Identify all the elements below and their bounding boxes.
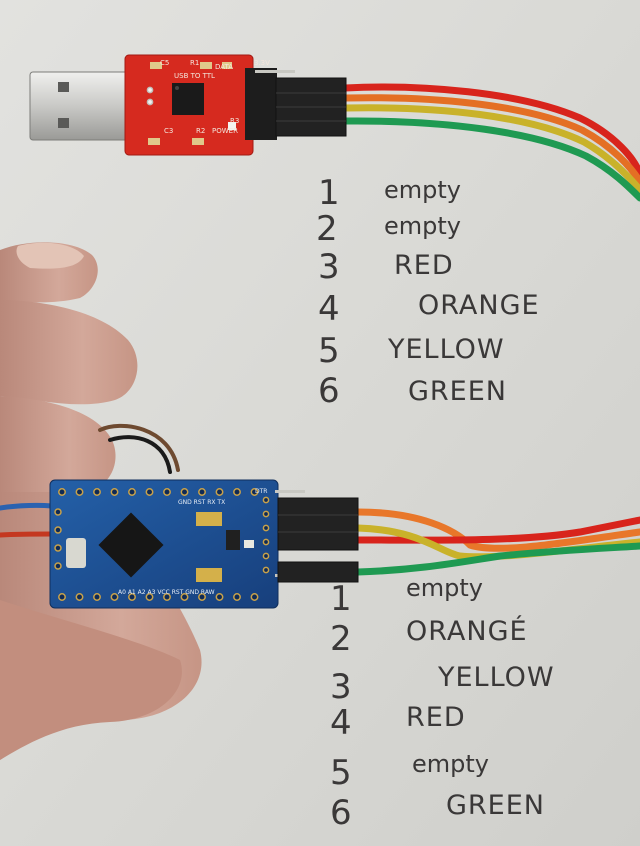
pcb-hole <box>262 510 270 518</box>
adapter-pin-6-label: GREEN <box>408 376 507 407</box>
pcb-hole <box>233 488 241 496</box>
pcb-hole <box>58 593 66 601</box>
wire-orange-top <box>341 94 640 186</box>
arduino-pin-4-number: 4 <box>330 703 352 743</box>
pcb-hole <box>110 593 119 601</box>
usb-plug-hole <box>58 118 69 128</box>
pcb-hole <box>54 508 62 516</box>
arduino-silk-bottom: A0 A1 A2 A3 VCC RST GND RAW <box>118 589 215 596</box>
arduino-silk-top: GND RST RX TX <box>178 499 226 506</box>
adapter-pin-5-label: YELLOW <box>388 334 505 365</box>
arduino-pin-1-label: empty <box>406 574 483 602</box>
pcb-hole <box>145 593 154 601</box>
middle-finger <box>0 396 116 492</box>
adapter-pin-4-label: ORANGE <box>418 290 540 321</box>
adapter-silk-r3: R3 <box>230 117 240 125</box>
pcb-hole <box>54 526 62 534</box>
pcb-hole <box>262 524 270 532</box>
adapter-pin-3-number: 3 <box>318 247 340 287</box>
arduino-pin-6-number: 6 <box>330 793 352 833</box>
pcb-hole <box>145 488 154 496</box>
pcb-hole <box>180 488 189 496</box>
adapter-silk-r2: R2 <box>196 127 206 135</box>
arduino-dupont-connector-bottom <box>277 561 359 583</box>
pcb-hole <box>146 98 154 106</box>
arduino-pin-2-number: 2 <box>330 619 352 659</box>
adapter-silk-r1: R1 <box>190 59 200 67</box>
pcb-hole <box>93 593 101 601</box>
pcb-hole <box>262 538 270 546</box>
adapter-silk-c5: C5 <box>160 59 170 67</box>
adapter-pin-2-label: empty <box>384 212 461 240</box>
pcb-hole <box>54 544 62 552</box>
adapter-pin-5-number: 5 <box>318 331 340 371</box>
thumbnail <box>16 242 84 269</box>
pcb-hole <box>128 593 136 601</box>
wire-orange-bottom <box>354 508 640 552</box>
pcb-hole <box>262 496 270 504</box>
adapter-pin-2-number: 2 <box>316 209 338 249</box>
usb-ttl-adapter <box>29 54 347 156</box>
arduino-pin-3-label: YELLOW <box>438 662 555 693</box>
pcb-hole <box>146 86 154 94</box>
index-finger <box>0 300 138 405</box>
adapter-silk-c3: C3 <box>164 127 174 135</box>
pcb-hole <box>198 488 206 496</box>
adapter-header-block <box>245 68 277 140</box>
pcb-hole <box>75 488 84 496</box>
pcb-hole <box>198 593 206 601</box>
adapter-silk-power: POWER <box>212 127 238 135</box>
adapter-pin-6-number: 6 <box>318 371 340 411</box>
wire-red-top <box>341 83 640 179</box>
pcb-hole <box>93 488 101 496</box>
pcb-hole <box>75 593 84 601</box>
arduino-pin-3-number: 3 <box>330 667 352 707</box>
pcb-hole <box>215 593 224 601</box>
adapter-silk-3v3: 3.3V <box>254 59 270 67</box>
arduino-silk-dtr: DTR <box>255 488 268 495</box>
pcb-hole <box>163 488 171 496</box>
usb-plug-hole <box>58 82 69 92</box>
pcb-hole <box>163 593 171 601</box>
wire-yellow-top <box>341 104 640 194</box>
adapter-wires <box>341 83 640 202</box>
pcb-hole <box>262 552 270 560</box>
arduino-pin-6-label: GREEN <box>446 790 545 821</box>
adapter-pin-1-label: empty <box>384 176 461 204</box>
pcb-hole <box>262 566 270 574</box>
pcb-hole <box>128 488 136 496</box>
arduino-pro-mini <box>49 479 359 609</box>
wire-green-bottom <box>354 542 640 576</box>
palm-lower <box>0 600 182 760</box>
pcb-hole <box>110 488 119 496</box>
adapter-silk-usb-to-ttl: USB TO TTL <box>174 72 215 80</box>
pcb-hole <box>58 488 66 496</box>
arduino-wires <box>0 423 640 576</box>
wire-red-bottom <box>354 516 640 544</box>
adapter-pin-4-number: 4 <box>318 289 340 329</box>
arduino-dupont-connector-top <box>277 497 359 551</box>
arduino-pin-1-number: 1 <box>330 579 352 619</box>
usb-plug <box>29 71 131 141</box>
pcb-hole <box>54 562 62 570</box>
arduino-mcu <box>98 512 164 578</box>
adapter-silk-data: DATA <box>215 63 234 71</box>
arduino-pin-2-label: ORANGÉ <box>406 616 528 647</box>
adapter-pin-3-label: RED <box>394 250 454 281</box>
pcb-hole <box>180 593 189 601</box>
arduino-pin-5-label: empty <box>412 750 489 778</box>
pcb-hole <box>215 488 224 496</box>
wire-green-top <box>341 117 640 202</box>
arduino-pin-4-label: RED <box>406 702 466 733</box>
pcb-hole <box>233 593 241 601</box>
pcb-hole <box>250 488 259 496</box>
adapter-pin-1-number: 1 <box>318 173 340 213</box>
arduino-pin-5-number: 5 <box>330 753 352 793</box>
pcb-hole <box>250 593 259 601</box>
